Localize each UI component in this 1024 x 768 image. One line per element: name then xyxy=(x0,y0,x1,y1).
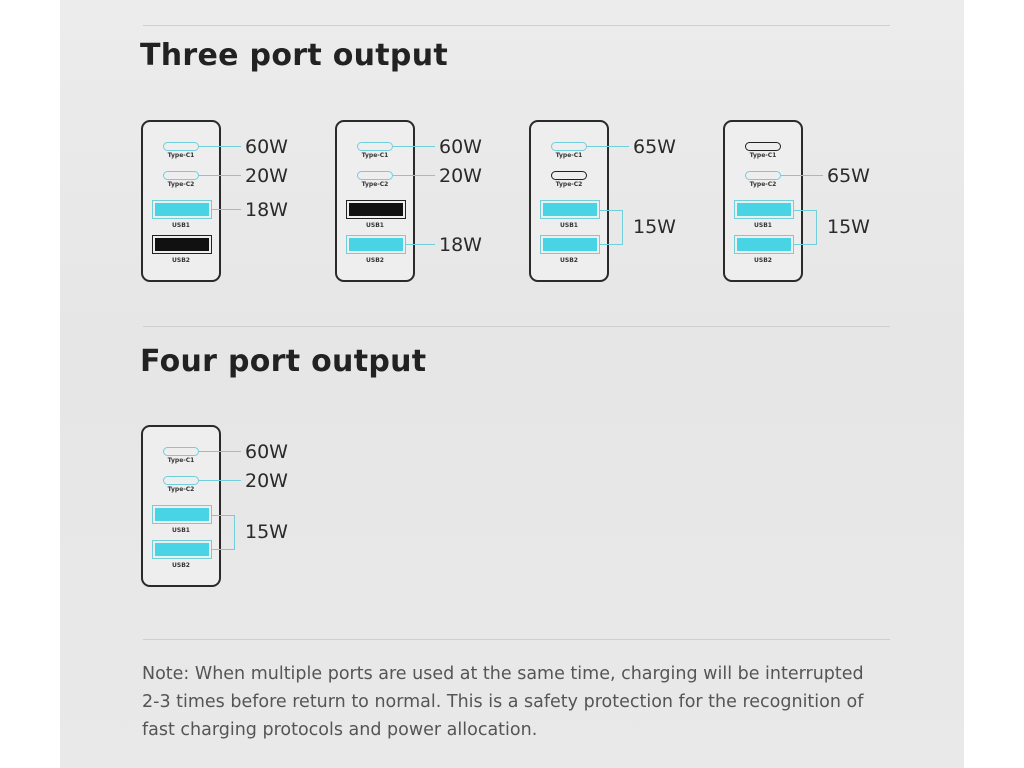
output-wattage: 20W xyxy=(245,164,288,187)
usb-a-slot xyxy=(155,203,209,216)
connector-line xyxy=(199,145,241,148)
content-panel xyxy=(60,0,964,768)
usb-a-port xyxy=(346,200,406,219)
usb-c-port xyxy=(745,171,781,180)
connector-bracket xyxy=(600,209,623,245)
three-port-heading: Three port output xyxy=(140,38,449,73)
usb-a-slot xyxy=(543,203,597,216)
connector-bracket xyxy=(212,514,235,550)
usb-a-port xyxy=(734,235,794,254)
output-wattage: 60W xyxy=(245,440,288,463)
safety-note: Note: When multiple ports are used at th… xyxy=(142,664,864,740)
port-label: USB1 xyxy=(560,222,578,229)
port-label: Type-C2 xyxy=(749,181,777,188)
port-label: Type-C1 xyxy=(167,152,195,159)
connector-line xyxy=(199,479,241,482)
port-label: USB2 xyxy=(366,257,384,264)
usb-c-port xyxy=(745,142,781,151)
output-wattage: 20W xyxy=(245,469,288,492)
connector-line xyxy=(406,243,435,246)
port-label: Type-C1 xyxy=(749,152,777,159)
port-label: USB2 xyxy=(172,257,190,264)
usb-a-slot xyxy=(155,238,209,251)
usb-a-port xyxy=(152,200,212,219)
output-wattage: 20W xyxy=(439,164,482,187)
connector-line xyxy=(587,145,629,148)
usb-a-port xyxy=(540,235,600,254)
output-wattage: 60W xyxy=(245,135,288,158)
port-label: USB2 xyxy=(560,257,578,264)
port-label: USB2 xyxy=(172,562,190,569)
usb-a-port xyxy=(152,505,212,524)
port-label: Type-C1 xyxy=(361,152,389,159)
port-label: USB1 xyxy=(366,222,384,229)
port-label: Type-C2 xyxy=(555,181,583,188)
divider-middle xyxy=(143,326,890,327)
port-label: USB1 xyxy=(172,527,190,534)
usb-c-port xyxy=(163,171,199,180)
usb-a-slot xyxy=(543,238,597,251)
port-label: Type-C2 xyxy=(361,181,389,188)
connector-bracket xyxy=(794,209,817,245)
connector-line xyxy=(212,208,241,211)
connector-line xyxy=(393,174,435,177)
port-label: Type-C2 xyxy=(167,486,195,493)
port-label: USB1 xyxy=(172,222,190,229)
usb-a-slot xyxy=(155,543,209,556)
output-wattage: 15W xyxy=(827,216,870,238)
output-wattage: 18W xyxy=(245,198,288,221)
port-label: USB1 xyxy=(754,222,772,229)
four-port-heading: Four port output xyxy=(140,344,427,379)
port-label: USB2 xyxy=(754,257,772,264)
divider-bottom xyxy=(143,639,890,640)
usb-c-port xyxy=(163,447,199,456)
usb-a-slot xyxy=(349,203,403,216)
connector-line xyxy=(199,450,241,453)
output-wattage: 15W xyxy=(633,216,676,238)
usb-c-port xyxy=(357,171,393,180)
connector-line xyxy=(199,174,241,177)
usb-a-slot xyxy=(155,508,209,521)
usb-a-slot xyxy=(737,238,791,251)
port-label: Type-C1 xyxy=(555,152,583,159)
usb-a-port xyxy=(152,235,212,254)
divider-top xyxy=(143,25,890,26)
usb-a-port xyxy=(734,200,794,219)
connector-line xyxy=(781,174,823,177)
output-wattage: 15W xyxy=(245,521,288,543)
connector-line xyxy=(393,145,435,148)
usb-a-port xyxy=(152,540,212,559)
usb-a-slot xyxy=(349,238,403,251)
output-wattage: 18W xyxy=(439,233,482,256)
port-label: Type-C1 xyxy=(167,457,195,464)
usb-c-port xyxy=(551,142,587,151)
output-wattage: 65W xyxy=(827,164,870,187)
usb-c-port xyxy=(551,171,587,180)
usb-a-slot xyxy=(737,203,791,216)
output-wattage: 65W xyxy=(633,135,676,158)
output-wattage: 60W xyxy=(439,135,482,158)
port-label: Type-C2 xyxy=(167,181,195,188)
usb-a-port xyxy=(540,200,600,219)
usb-c-port xyxy=(357,142,393,151)
usb-a-port xyxy=(346,235,406,254)
usb-c-port xyxy=(163,142,199,151)
usb-c-port xyxy=(163,476,199,485)
